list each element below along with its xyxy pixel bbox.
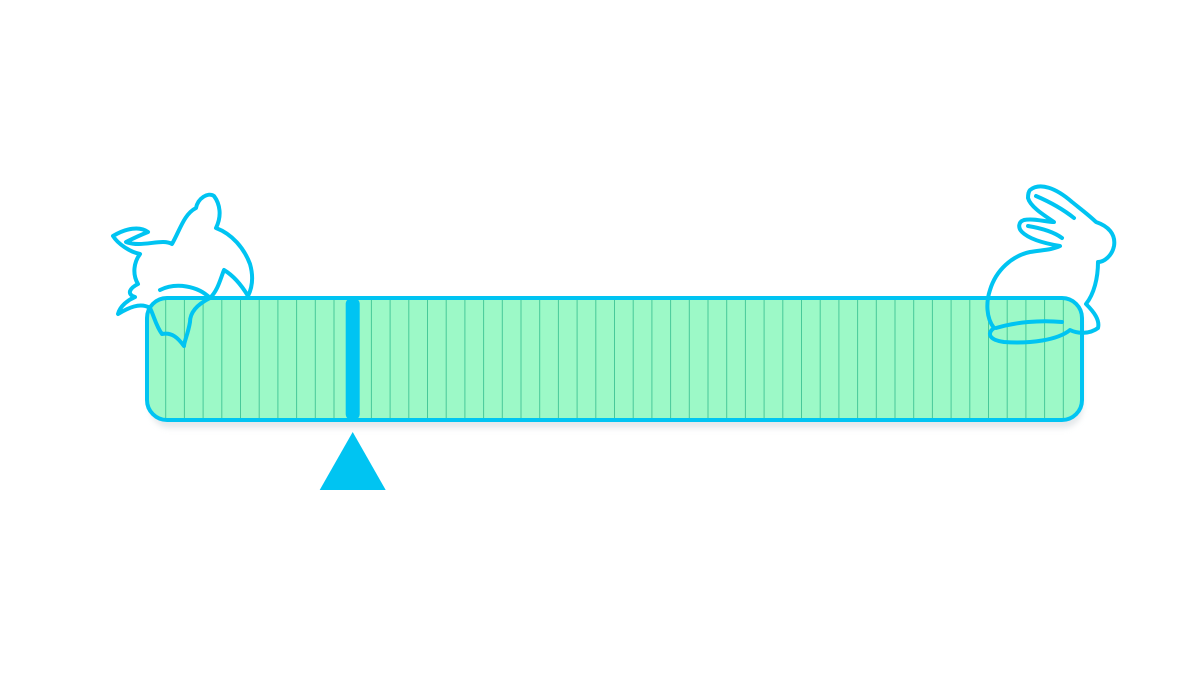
rabbit-icon (985, 184, 1117, 345)
turtle-icon (111, 192, 255, 348)
fulcrum-triangle (319, 432, 386, 490)
seesaw-bar-outline (145, 296, 1084, 422)
position-marker (345, 298, 360, 420)
